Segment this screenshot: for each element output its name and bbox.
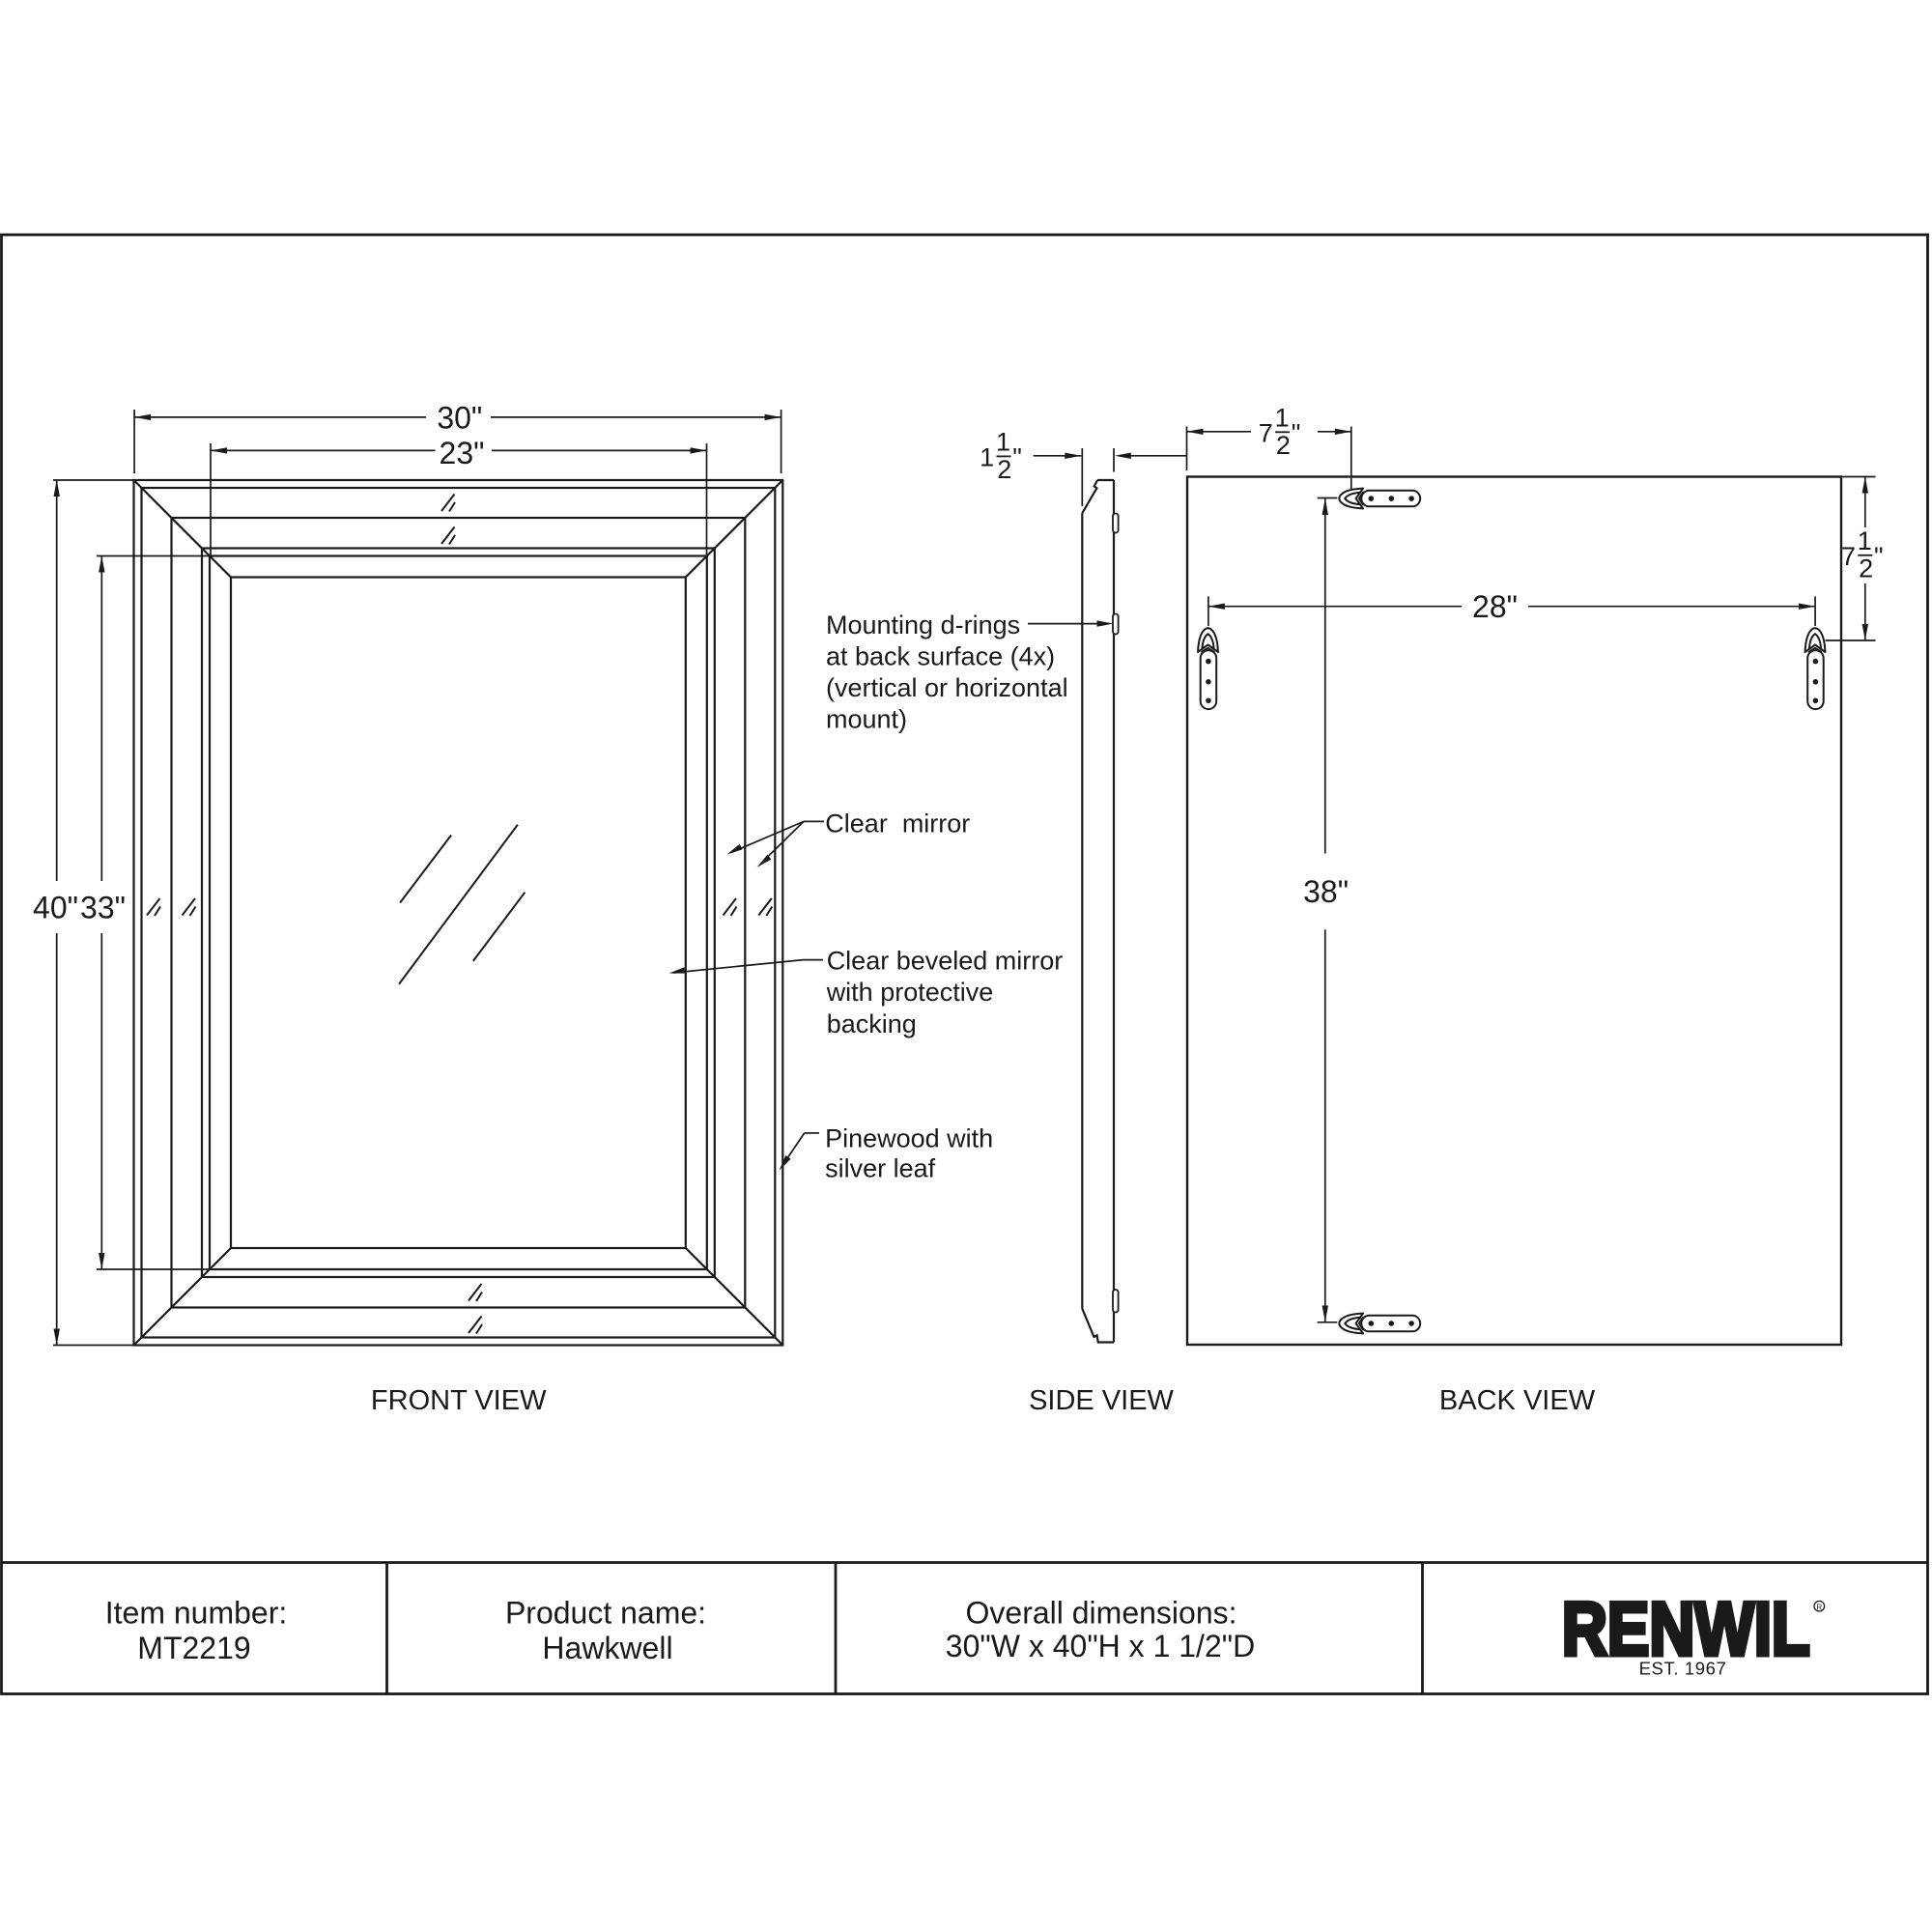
svg-text:Overall dimensions:: Overall dimensions: — [966, 1596, 1237, 1631]
svg-text:28": 28" — [1472, 589, 1518, 624]
svg-text:": " — [1292, 419, 1301, 448]
svg-text:Mounting d-rings: Mounting d-rings — [826, 611, 1020, 639]
svg-text:40": 40" — [33, 891, 78, 925]
svg-text:": " — [1874, 542, 1884, 571]
svg-text:23": 23" — [440, 436, 485, 470]
svg-text:FRONT VIEW: FRONT VIEW — [371, 1385, 547, 1416]
svg-text:30": 30" — [437, 401, 482, 436]
svg-text:2: 2 — [997, 455, 1011, 484]
svg-text:38": 38" — [1303, 874, 1349, 909]
svg-text:silver leaf: silver leaf — [825, 1154, 936, 1183]
svg-text:Product name:: Product name: — [505, 1596, 706, 1631]
svg-text:": " — [1012, 443, 1022, 472]
svg-text:1: 1 — [1858, 526, 1872, 555]
svg-text:1: 1 — [996, 428, 1010, 457]
svg-text:7: 7 — [1259, 419, 1273, 448]
svg-text:Clear mirror: Clear mirror — [825, 810, 970, 838]
svg-text:BACK VIEW: BACK VIEW — [1439, 1385, 1596, 1416]
svg-text:MT2219: MT2219 — [137, 1631, 250, 1665]
svg-text:Clear beveled mirror: Clear beveled mirror — [827, 947, 1064, 976]
svg-text:2: 2 — [1859, 554, 1873, 582]
svg-text:(vertical or horizontal: (vertical or horizontal — [826, 673, 1068, 702]
svg-text:7: 7 — [1841, 542, 1856, 571]
svg-text:Hawkwell: Hawkwell — [542, 1631, 672, 1665]
svg-text:with protective: with protective — [826, 978, 994, 1007]
svg-text:backing: backing — [827, 1009, 917, 1038]
svg-text:Pinewood with: Pinewood with — [825, 1124, 993, 1153]
svg-text:Item number:: Item number: — [105, 1596, 288, 1631]
svg-text:1: 1 — [1275, 404, 1290, 433]
svg-text:mount): mount) — [826, 705, 907, 734]
svg-text:RENWIL: RENWIL — [1562, 1587, 1810, 1671]
svg-text:2: 2 — [1276, 431, 1291, 460]
svg-text:at back surface (4x): at back surface (4x) — [826, 641, 1055, 670]
svg-text:EST. 1967: EST. 1967 — [1639, 1659, 1727, 1679]
svg-text:33": 33" — [80, 891, 126, 925]
svg-text:30"W x 40"H x 1 1/2"D: 30"W x 40"H x 1 1/2"D — [946, 1629, 1255, 1663]
svg-text:1: 1 — [980, 443, 994, 472]
svg-text:R: R — [1816, 1603, 1822, 1611]
svg-text:SIDE VIEW: SIDE VIEW — [1029, 1385, 1174, 1416]
